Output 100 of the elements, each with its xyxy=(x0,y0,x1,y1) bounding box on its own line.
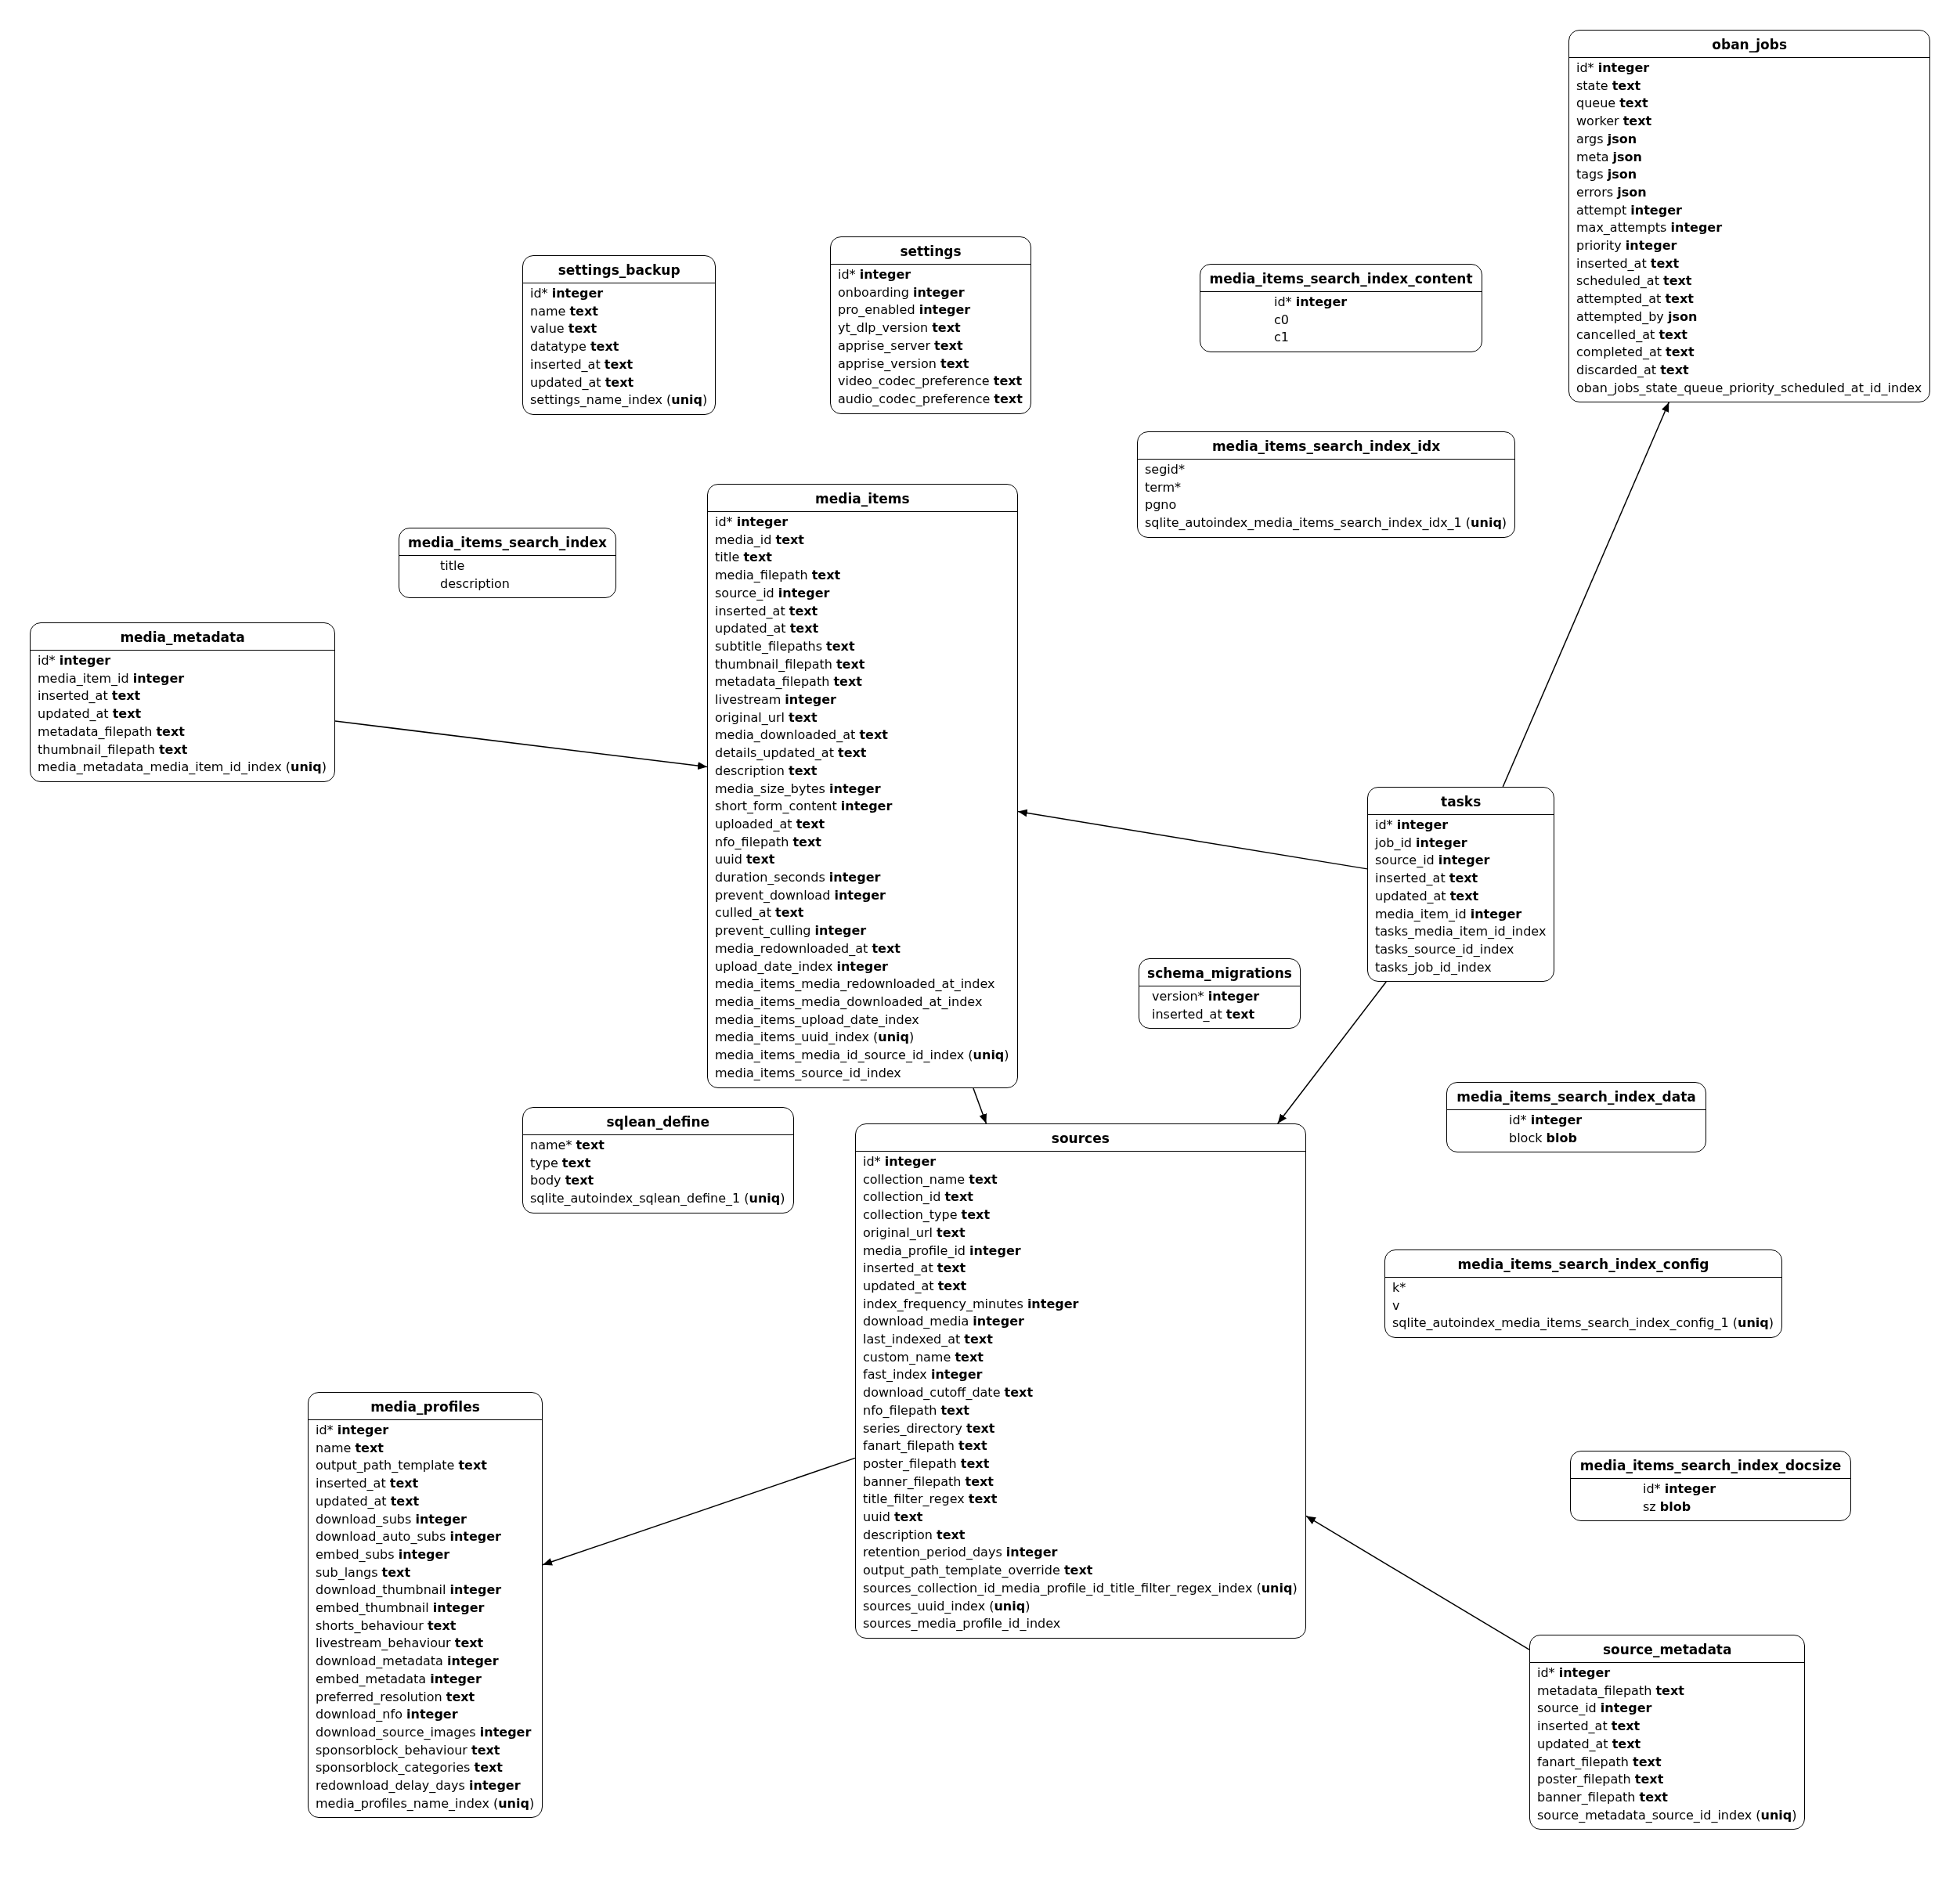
column-row-text: pgno xyxy=(1144,496,1178,514)
column-row-text: download_metadata integer xyxy=(315,1653,500,1671)
column-row-text: video_codec_preference text xyxy=(837,373,1023,391)
column-row-text: media_filepath text xyxy=(714,567,842,585)
database-table xyxy=(399,528,616,599)
table-name: media_items_search_index_data xyxy=(1447,1083,1706,1110)
column-row-text: sub_langs text xyxy=(315,1563,412,1581)
column-row-text: redownload_delay_days integer xyxy=(315,1777,522,1795)
column-row-text: id* integer xyxy=(1576,60,1651,77)
column-row-text: v xyxy=(1391,1296,1401,1314)
column-row-text: updated_at text xyxy=(862,1277,968,1295)
column-row-text: media_redownloaded_at text xyxy=(714,939,901,957)
database-table xyxy=(1570,1451,1851,1522)
column-row-text: media_size_bytes integer xyxy=(714,780,882,798)
column-row-text: retention_period_days integer xyxy=(862,1544,1059,1562)
column-row-text: embed_metadata integer xyxy=(315,1670,482,1688)
database-table xyxy=(1367,787,1555,983)
column-row-text: id* integer xyxy=(529,285,605,302)
column-row-text: inserted_at text xyxy=(1576,254,1680,272)
column-row-text: audio_codec_preference text xyxy=(837,390,1023,408)
column-row-text: discarded_at text xyxy=(1576,361,1690,379)
column-row-text: media_id text xyxy=(714,531,805,549)
column-row-text: download_source_images integer xyxy=(315,1723,532,1741)
column-row-text: poster_filepath text xyxy=(1536,1771,1665,1789)
column-row-text: name text xyxy=(315,1439,384,1457)
column-row-text: download_media integer xyxy=(862,1313,1025,1331)
column-row-text: attempted_at text xyxy=(1576,290,1695,308)
column-row-text: download_thumbnail integer xyxy=(315,1581,503,1599)
column-row-text: k* xyxy=(1391,1279,1407,1296)
column-row-text: metadata_filepath text xyxy=(1536,1682,1685,1700)
column-row-text: thumbnail_filepath text xyxy=(714,655,866,673)
column-row-text: tags json xyxy=(1576,166,1638,184)
column-row-text: media_profiles_name_index (uniq) xyxy=(315,1794,536,1812)
column-row-text: media_profile_id integer xyxy=(862,1242,1022,1260)
column-row-text: shorts_behaviour text xyxy=(315,1617,457,1635)
column-row-text: duration_seconds integer xyxy=(714,869,882,887)
column-row-text: livestream_behaviour text xyxy=(315,1635,485,1653)
column-row-text: inserted_at text xyxy=(714,602,819,620)
column-row-text: sz blob xyxy=(1642,1498,1692,1516)
column-row-text: media_item_id integer xyxy=(1374,905,1523,923)
table-name: media_items_search_index_idx xyxy=(1138,432,1515,460)
column-row-text: id* integer xyxy=(1508,1112,1583,1129)
column-row-text: updated_at text xyxy=(315,1492,421,1510)
column-row-text: banner_filepath text xyxy=(1536,1788,1669,1806)
column-row-text: download_nfo integer xyxy=(315,1706,459,1724)
column-row-text: cancelled_at text xyxy=(1576,326,1688,344)
column-row-text: uuid text xyxy=(862,1509,924,1527)
column-row-text: inserted_at text xyxy=(315,1475,420,1493)
column-row-text: subtitle_filepaths text xyxy=(714,637,856,655)
column-row-text: metadata_filepath text xyxy=(714,673,863,691)
column-row-text: nfo_filepath text xyxy=(714,833,822,851)
column-row-text: args json xyxy=(1576,130,1638,148)
column-row-text: body text xyxy=(529,1172,595,1190)
column-row-text: queue text xyxy=(1576,95,1649,113)
column-row-text: segid* xyxy=(1144,461,1186,478)
column-row-text: download_subs integer xyxy=(315,1510,467,1528)
column-row-text: id* integer xyxy=(1273,294,1348,311)
column-row-text: oban_jobs_state_queue_priority_scheduled_at_id_index xyxy=(1576,379,1923,397)
table-name: media_items xyxy=(708,485,1017,512)
column-row-text: output_path_template_override text xyxy=(862,1562,1094,1580)
column-row-text: prevent_culling integer xyxy=(714,922,868,940)
column-row-text: errors json xyxy=(1576,183,1648,201)
column-row-text: title text xyxy=(714,549,773,567)
database-table xyxy=(1384,1250,1782,1339)
column-row-text: original_url text xyxy=(862,1224,966,1242)
column-row-text: datatype text xyxy=(529,338,620,356)
column-row-text: id* integer xyxy=(1374,817,1449,834)
column-row-text: upload_date_index integer xyxy=(714,957,889,975)
column-row-text: title xyxy=(439,557,466,575)
column-row-text: id* integer xyxy=(714,514,789,531)
column-row-text: description text xyxy=(714,762,818,780)
column-row-text: sponsorblock_categories text xyxy=(315,1759,504,1777)
relationship-arrow xyxy=(1305,1515,1530,1650)
column-row-text: index_frequency_minutes integer xyxy=(862,1295,1080,1313)
relationship-arrow xyxy=(542,1457,856,1566)
column-row-text: source_metadata_source_id_index (uniq) xyxy=(1536,1806,1798,1824)
table-name: media_profiles xyxy=(309,1393,543,1420)
column-row-text: completed_at text xyxy=(1576,344,1695,362)
column-row-text: id* integer xyxy=(862,1153,937,1170)
table-name: oban_jobs xyxy=(1569,31,1930,58)
column-row-text: thumbnail_filepath text xyxy=(37,741,189,759)
column-row-text: pro_enabled integer xyxy=(837,301,972,319)
column-row-text: fast_index integer xyxy=(862,1366,984,1384)
column-row-text: inserted_at text xyxy=(862,1260,967,1278)
database-table xyxy=(707,484,1018,1088)
column-row-text: download_cutoff_date text xyxy=(862,1384,1034,1402)
column-row-text: poster_filepath text xyxy=(862,1455,991,1473)
table-name: tasks xyxy=(1368,788,1554,815)
column-row-text: sqlite_autoindex_media_items_search_index_idx_1 (uniq) xyxy=(1144,514,1508,532)
column-row-text: source_id integer xyxy=(1374,852,1491,870)
column-row-text: prevent_download integer xyxy=(714,886,886,904)
column-row-text: inserted_at text xyxy=(1374,870,1479,888)
column-row-text: sqlite_autoindex_media_items_search_index_config_1 (uniq) xyxy=(1391,1314,1774,1332)
database-table xyxy=(1446,1082,1706,1153)
column-row-text: inserted_at text xyxy=(37,687,142,705)
column-row-text: yt_dlp_version text xyxy=(837,319,962,337)
column-row-text: uuid text xyxy=(714,851,776,869)
column-row-text: banner_filepath text xyxy=(862,1473,994,1491)
column-row-text: media_items_upload_date_index xyxy=(714,1011,920,1029)
table-name: media_items_search_index_config xyxy=(1385,1250,1781,1278)
